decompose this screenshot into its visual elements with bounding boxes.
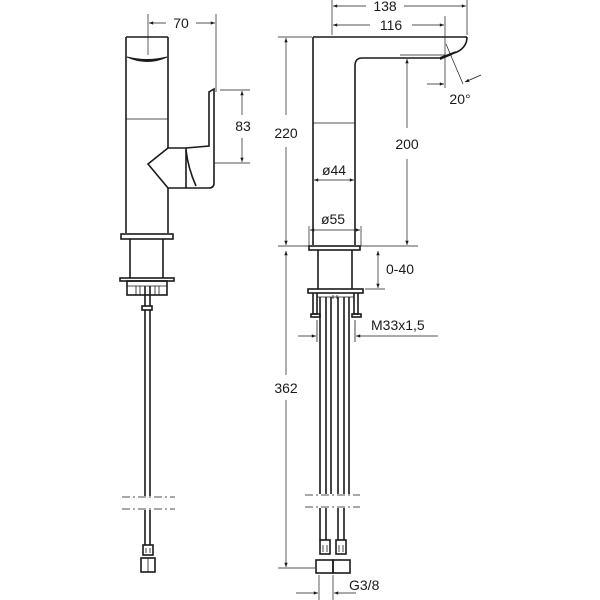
front-view: 70 83	[119, 14, 251, 573]
side-hoses	[305, 297, 360, 574]
dimension-overall-height: 220	[274, 36, 312, 247]
label-connection-g38: G3/8	[349, 577, 380, 593]
label-width-70: 70	[173, 15, 189, 31]
dimension-spout-height: 200	[360, 54, 445, 247]
label-reach-116: 116	[380, 17, 403, 33]
dimension-overall-reach: 138	[331, 0, 468, 35]
dimension-spout-reach: 116	[333, 16, 446, 88]
dimension-spout-angle: 20°	[427, 43, 482, 107]
side-view: 138 116 20° 220 20	[274, 0, 482, 600]
front-hose	[122, 286, 175, 573]
dimension-width: 70	[147, 14, 217, 92]
front-base	[119, 233, 175, 311]
label-angle-20: 20°	[449, 91, 470, 107]
dimension-connection: G3/8	[296, 575, 380, 600]
front-body	[125, 36, 169, 233]
label-lever-83: 83	[235, 118, 251, 134]
label-diameter-44: ø44	[322, 162, 346, 178]
dimension-base-diameter: ø55	[308, 211, 362, 246]
dimension-deck-thickness: 0-40	[365, 251, 414, 290]
label-reach-138: 138	[373, 0, 397, 14]
label-thread-m33: M33x1,5	[371, 317, 425, 333]
label-diameter-55: ø55	[321, 211, 345, 227]
dimension-thread: M33x1,5	[298, 317, 438, 342]
dimension-lever-height: 83	[214, 89, 251, 164]
label-height-200: 200	[395, 136, 419, 152]
dimension-body-diameter: ø44	[314, 162, 354, 182]
side-body	[312, 36, 468, 245]
label-height-220: 220	[274, 125, 298, 141]
dimension-hose-length: 362	[274, 251, 315, 569]
front-lever	[146, 87, 215, 189]
label-deck-0-40: 0-40	[386, 261, 414, 277]
label-length-362: 362	[274, 380, 298, 396]
side-base	[307, 245, 364, 318]
